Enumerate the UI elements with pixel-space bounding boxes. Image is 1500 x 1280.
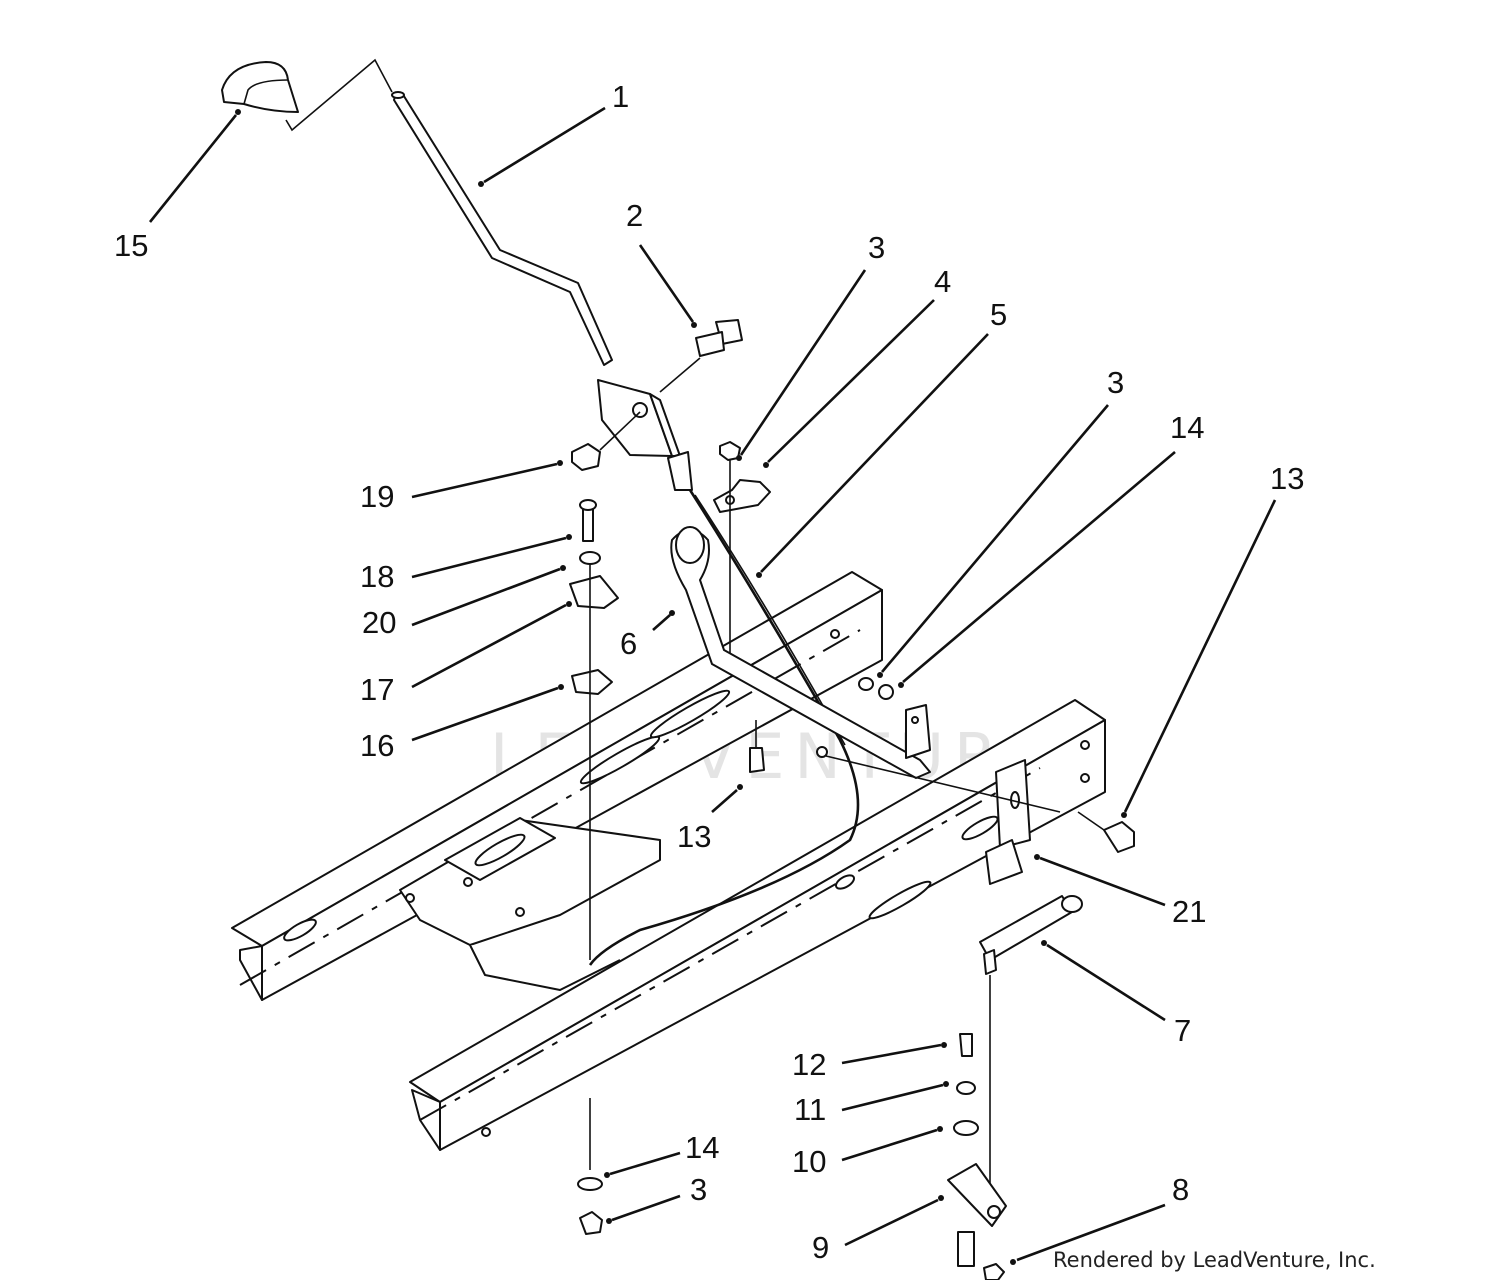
- bolt-2: [659, 319, 743, 393]
- rod-fasteners: [816, 677, 1061, 813]
- callout-14b: 14: [685, 1130, 719, 1165]
- shift-knob: [221, 58, 393, 132]
- shift-lever: [391, 91, 693, 491]
- callout-3c: 3: [690, 1172, 707, 1207]
- callout-19: 19: [360, 479, 394, 514]
- callout-1: 1: [612, 79, 629, 114]
- callout-2: 2: [626, 198, 643, 233]
- callout-12: 12: [792, 1047, 826, 1082]
- callout-11: 11: [794, 1092, 826, 1127]
- callout-5: 5: [990, 297, 1007, 332]
- callout-9: 9: [812, 1230, 829, 1265]
- callout-13b: 13: [677, 819, 711, 854]
- shift-link: [979, 895, 1083, 1220]
- left-fastener-stack: [569, 499, 619, 1235]
- bolt-13-right: [1077, 811, 1135, 853]
- callout-3a: 3: [868, 230, 885, 265]
- callout-20: 20: [362, 605, 396, 640]
- callout-16: 16: [360, 728, 394, 763]
- nut-19: [571, 411, 641, 471]
- callout-15: 15: [114, 228, 148, 263]
- callout-labels: 1 2 3 4 5 3 14 13 15 19 18 20 17 16 6 13…: [114, 79, 1304, 1265]
- callout-6: 6: [620, 626, 637, 661]
- leader-lines: [148, 106, 1277, 1265]
- callout-4: 4: [934, 264, 951, 299]
- callout-14a: 14: [1170, 410, 1204, 445]
- callout-21: 21: [1172, 894, 1206, 929]
- credit-text: Rendered by LeadVenture, Inc.: [1053, 1248, 1376, 1272]
- callout-13a: 13: [1270, 461, 1304, 496]
- shift-rod: [670, 526, 931, 779]
- bracket-21: [905, 704, 1031, 885]
- callout-17: 17: [360, 672, 394, 707]
- mount-plate: [399, 817, 661, 991]
- callout-8: 8: [1172, 1172, 1189, 1207]
- callout-10: 10: [792, 1144, 826, 1179]
- frame-rail-lower: [409, 699, 1106, 1151]
- bolt-13-middle: [749, 720, 765, 773]
- callout-7: 7: [1174, 1013, 1191, 1048]
- cable-clamp: [713, 441, 771, 660]
- callout-3b: 3: [1107, 365, 1124, 400]
- callout-18: 18: [360, 559, 394, 594]
- right-fastener-stack: [947, 1033, 1007, 1280]
